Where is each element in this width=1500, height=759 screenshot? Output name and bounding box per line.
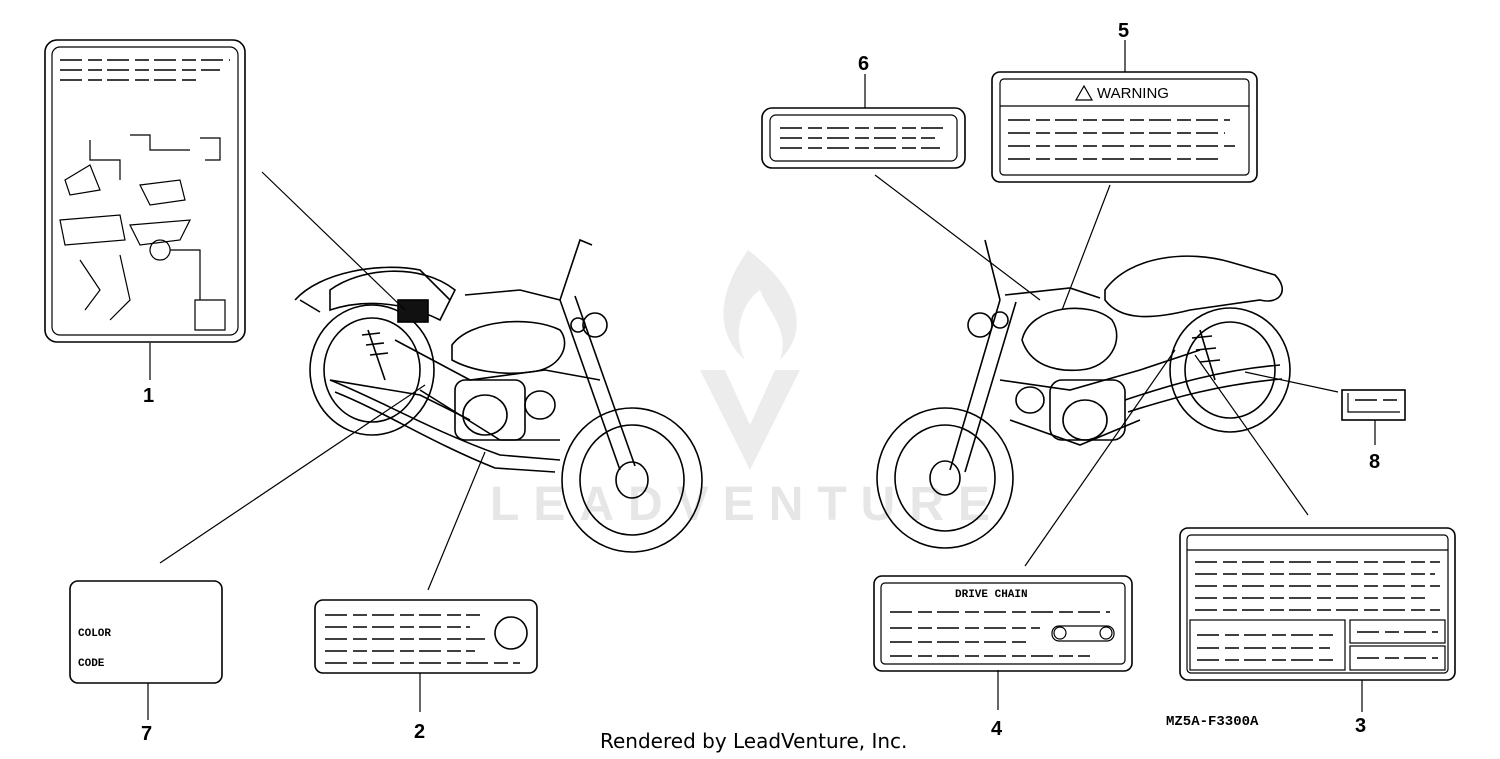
watermark-text: LEADVENTURE: [490, 478, 1004, 531]
warning-triangle-icon: [1074, 84, 1094, 101]
callout-5: 5: [1118, 20, 1129, 42]
label-4-drive-chain-card: [873, 575, 1133, 672]
drive-chain-text: DRIVE CHAIN: [955, 589, 1028, 601]
credit-text: Rendered by LeadVenture, Inc.: [600, 729, 907, 753]
label-7-color-code-card: [69, 580, 223, 684]
warning-text: WARNING: [1097, 85, 1169, 102]
label-1-diagram-card: [44, 39, 246, 343]
label-3-card: [1179, 527, 1456, 681]
label-5-warning-card: [991, 71, 1258, 183]
callout-4: 4: [991, 718, 1003, 740]
callout-2: 2: [414, 721, 425, 743]
leadventure-logo-icon: [700, 250, 800, 470]
code-label: CODE: [78, 658, 105, 670]
callout-1: 1: [143, 385, 154, 407]
leader-lines: [147, 40, 1376, 720]
left-motorcycle-drawing: [294, 238, 703, 553]
diagram-code: MZ5A-F3300A: [1166, 714, 1259, 730]
label-2-card: [314, 599, 538, 674]
label-8-card: [1341, 389, 1406, 421]
label-6-card: [761, 107, 966, 169]
callout-7: 7: [141, 723, 152, 745]
callout-6: 6: [858, 53, 869, 75]
callout-3: 3: [1355, 715, 1366, 737]
color-label: COLOR: [78, 628, 111, 640]
callout-8: 8: [1369, 451, 1380, 473]
